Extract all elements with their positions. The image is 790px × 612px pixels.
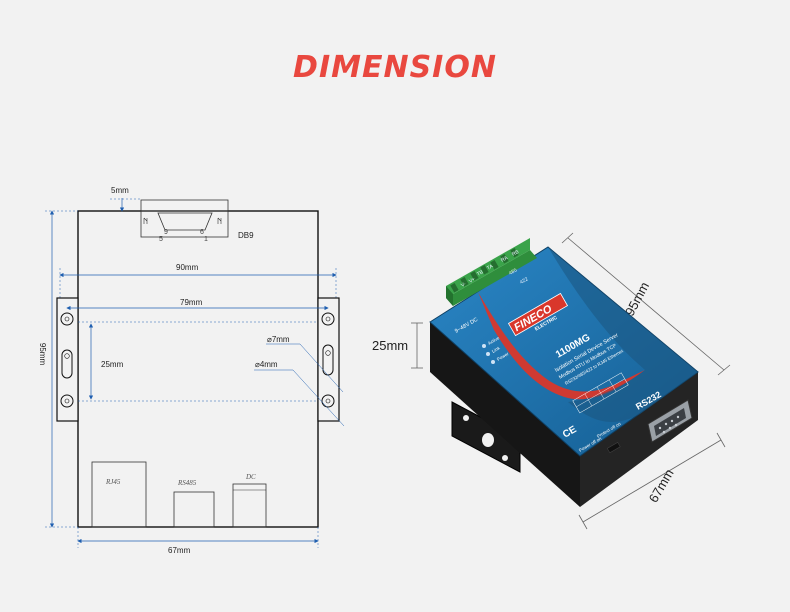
rs232-connector xyxy=(647,399,693,443)
rj45-label: RJ45 xyxy=(105,478,121,486)
dc-port-outline xyxy=(232,483,267,528)
dim-5mm: 5mm xyxy=(111,186,129,195)
terminal-vminus: V- xyxy=(460,281,467,289)
device-photo: 95mm 25mm 67mm xyxy=(372,232,731,530)
led-link-label: Link xyxy=(491,345,501,354)
terminal-rb: RB xyxy=(511,249,521,258)
led-power-label: Power xyxy=(496,351,510,362)
callout-4mm: ⌀4mm xyxy=(255,360,278,369)
status-leds: Active Link Power xyxy=(482,335,510,364)
rs485-label: RS485 xyxy=(177,479,197,487)
callout-7mm: ⌀7mm xyxy=(267,335,290,344)
dc-label: DC xyxy=(245,473,256,481)
dim-67mm-drawing: 67mm xyxy=(168,546,191,555)
rs485-port-outline xyxy=(173,491,215,528)
page-title: DIMENSION xyxy=(293,50,497,85)
dim-95mm-drawing: 95mm xyxy=(38,343,47,366)
led-active-label: Active xyxy=(487,335,501,346)
terminal-485: 485 xyxy=(508,267,518,276)
technical-drawing: 9 6 5 1 DB9 5mm 90mm 79mm xyxy=(38,186,345,555)
pin-5-label: 5 xyxy=(159,236,163,243)
rj45-port-outline xyxy=(91,461,147,528)
dim-25mm-device: 25mm xyxy=(372,338,408,353)
led-table xyxy=(572,372,629,414)
device-front-side xyxy=(580,372,698,507)
dim-25mm-drawing: 25mm xyxy=(101,360,124,369)
pin-6-label: 6 xyxy=(200,229,204,236)
terminal-vplus: V+ xyxy=(468,276,476,284)
left-mounting-flange xyxy=(56,297,79,422)
terminal-422: 422 xyxy=(519,276,529,285)
dim-67mm-device: 67mm xyxy=(646,466,677,505)
terminal-labels: 485 422 RA RB TA TB V- V+ xyxy=(460,249,529,289)
enclosure-outline xyxy=(77,210,319,528)
dim-90mm: 90mm xyxy=(176,263,199,272)
db9-label: DB9 xyxy=(238,231,254,240)
pin-9-label: 9 xyxy=(164,229,168,236)
terminal-tb: TB xyxy=(476,269,485,278)
dim-79mm: 79mm xyxy=(180,298,203,307)
pin-1-label: 1 xyxy=(204,236,208,243)
terminal-block xyxy=(446,238,537,306)
terminal-ra: RA xyxy=(500,255,510,264)
terminal-ta: TA xyxy=(486,263,495,272)
right-mounting-flange xyxy=(317,297,340,422)
db9-connector xyxy=(140,199,229,238)
device-left-side xyxy=(430,322,580,507)
